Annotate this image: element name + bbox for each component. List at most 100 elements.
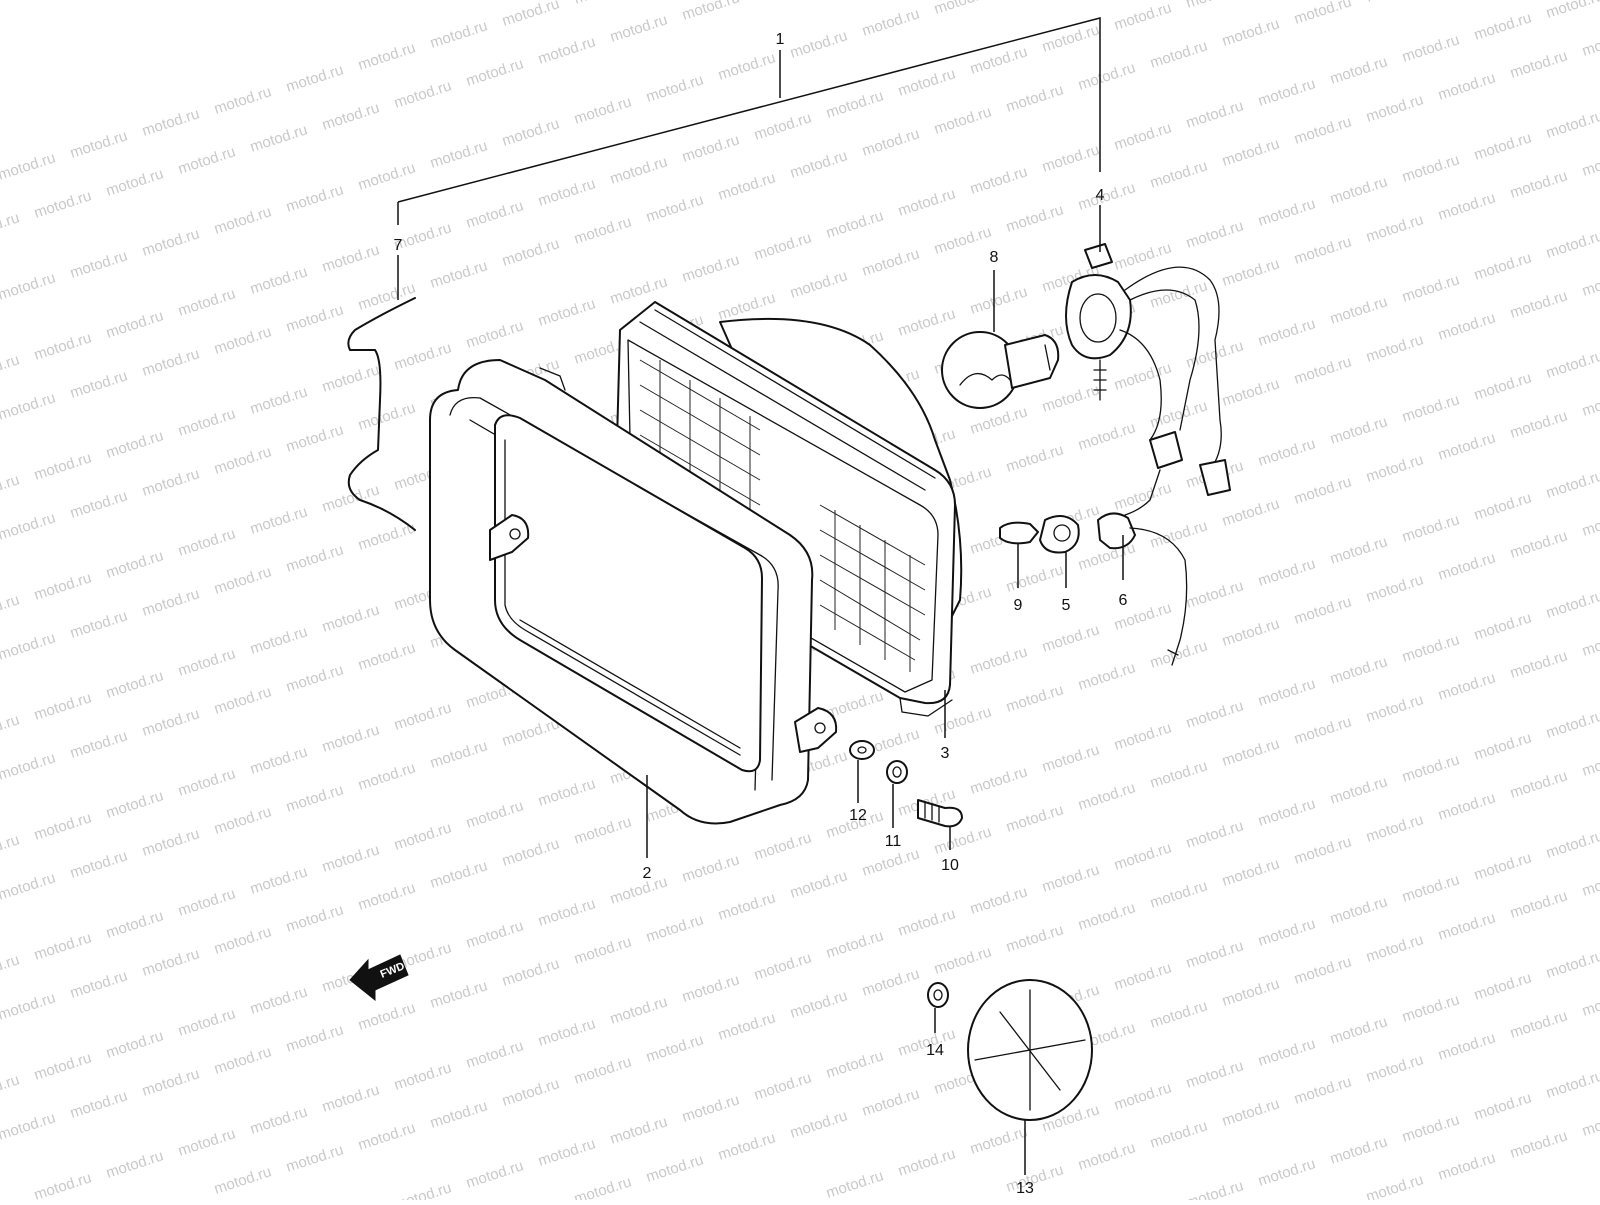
watermark-text: motod.ru xyxy=(1004,441,1066,475)
watermark-text: motod.ru xyxy=(896,65,958,99)
watermark-text: motod.ru xyxy=(1220,735,1282,769)
watermark-text: motod.ru xyxy=(356,999,418,1033)
watermark-text: motod.ru xyxy=(356,399,418,433)
clip-wire xyxy=(347,297,416,531)
watermark-text: motod.ru xyxy=(500,835,562,869)
watermark-text: motod.ru xyxy=(1148,757,1210,791)
watermark-text: motod.ru xyxy=(1256,795,1318,829)
watermark-text: motod.ru xyxy=(176,143,238,177)
watermark-text: motod.ru xyxy=(1220,975,1282,1009)
watermark-text: motod.ru xyxy=(68,367,130,401)
watermark-text: motod.ru xyxy=(1256,555,1318,589)
watermark-text: motod.ru xyxy=(212,563,274,597)
watermark-text: motod.ru xyxy=(1256,915,1318,949)
watermark-text: motod.ru xyxy=(500,115,562,149)
watermark-text: motod.ru xyxy=(248,383,310,417)
watermark-text: motod.ru xyxy=(1292,0,1354,28)
watermark-text: motod.ru xyxy=(0,509,58,543)
watermark-text: motod.ru xyxy=(788,27,850,61)
watermark-text: motod.ru xyxy=(824,207,886,241)
watermark-text: motod.ru xyxy=(896,1145,958,1179)
position-lamp-parts xyxy=(999,512,1188,666)
watermark-text: motod.ru xyxy=(104,907,166,941)
watermark-text: motod.ru xyxy=(608,1113,670,1147)
watermark-text: motod.ru xyxy=(500,235,562,269)
watermark-text: motod.ru xyxy=(212,443,274,477)
watermark-text: motod.ru xyxy=(1400,631,1462,665)
watermark-text: motod.ru xyxy=(788,267,850,301)
watermark-text: motod.ru xyxy=(1004,921,1066,955)
callout-3: 3 xyxy=(941,745,950,762)
watermark-text: motod.ru xyxy=(536,175,598,209)
watermark-text: motod.ru xyxy=(428,1097,490,1131)
watermark-text: motod.ru xyxy=(1436,189,1498,223)
watermark-text: motod.ru xyxy=(680,0,742,24)
watermark-text: motod.ru xyxy=(1400,871,1462,905)
callout-6: 6 xyxy=(1119,592,1128,609)
lens-grid-right xyxy=(819,504,926,672)
watermark-text: motod.ru xyxy=(1112,1079,1174,1113)
watermark-text: motod.ru xyxy=(1148,877,1210,911)
watermark-text: motod.ru xyxy=(1004,561,1066,595)
cap-and-washer xyxy=(927,979,1093,1121)
watermark-text: motod.ru xyxy=(1040,861,1102,895)
watermark-text: motod.ru xyxy=(428,737,490,771)
watermark-text: motod.ru xyxy=(680,1091,742,1125)
callout-4: 4 xyxy=(1096,187,1105,204)
watermark-text: motod.ru xyxy=(1256,435,1318,469)
watermark-text: motod.ru xyxy=(1148,997,1210,1031)
watermark-text: motod.ru xyxy=(1256,1035,1318,1069)
watermark-text: motod.ru xyxy=(1148,1117,1210,1151)
headlight-bulb xyxy=(941,331,1060,409)
watermark-text: motod.ru xyxy=(1328,173,1390,207)
watermark-text: motod.ru xyxy=(572,213,634,247)
watermark-text: motod.ru xyxy=(1580,505,1600,539)
watermark-text: motod.ru xyxy=(716,889,778,923)
watermark-text: motod.ru xyxy=(1472,369,1534,403)
watermark-text: motod.ru xyxy=(284,421,346,455)
watermark-text: motod.ru xyxy=(824,1047,886,1081)
callout-13: 13 xyxy=(1016,1180,1034,1197)
watermark-text: motod.ru xyxy=(212,683,274,717)
watermark-text: motod.ru xyxy=(572,813,634,847)
watermark-text: motod.ru xyxy=(284,661,346,695)
watermark-text: motod.ru xyxy=(104,307,166,341)
watermark-text: motod.ru xyxy=(1436,909,1498,943)
callout-7: 7 xyxy=(394,237,403,254)
watermark-text: motod.ru xyxy=(176,1125,238,1159)
callout-1: 1 xyxy=(776,31,785,48)
callout-5: 5 xyxy=(1062,597,1071,614)
watermark-text: motod.ru xyxy=(104,1147,166,1181)
watermark-text: motod.ru xyxy=(356,759,418,793)
watermark-text: motod.ru xyxy=(1112,719,1174,753)
watermark-text: motod.ru xyxy=(0,389,58,423)
watermark-text: motod.ru xyxy=(1292,833,1354,867)
watermark-text: motod.ru xyxy=(860,5,922,39)
watermark-text: motod.ru xyxy=(1004,1161,1066,1195)
watermark-text: motod.ru xyxy=(176,525,238,559)
watermark-text: motod.ru xyxy=(1472,1089,1534,1123)
watermark-text: motod.ru xyxy=(1364,451,1426,485)
watermark-text: motod.ru xyxy=(32,1049,94,1083)
watermark-text: motod.ru xyxy=(896,305,958,339)
forward-arrow-icon: FWD xyxy=(349,954,409,1002)
watermark-text: motod.ru xyxy=(1328,413,1390,447)
watermark-text: motod.ru xyxy=(1076,899,1138,933)
watermark-text: motod.ru xyxy=(1472,489,1534,523)
watermark-text: motod.ru xyxy=(176,405,238,439)
watermark-text: motod.ru xyxy=(932,703,994,737)
watermark-text: motod.ru xyxy=(752,949,814,983)
watermark-text: motod.ru xyxy=(1112,119,1174,153)
watermark-text: motod.ru xyxy=(1508,1127,1570,1161)
watermark-text: motod.ru xyxy=(1508,767,1570,801)
watermark-text: motod.ru xyxy=(1580,625,1600,659)
watermark-text: motod.ru xyxy=(932,943,994,977)
callout-2: 2 xyxy=(643,865,652,882)
watermark-text: motod.ru xyxy=(608,273,670,307)
watermark-text: motod.ru xyxy=(284,181,346,215)
watermark-text: motod.ru xyxy=(536,1015,598,1049)
watermark-text: motod.ru xyxy=(1364,0,1426,6)
watermark-text: motod.ru xyxy=(1292,113,1354,147)
watermark-text: motod.ru xyxy=(320,721,382,755)
